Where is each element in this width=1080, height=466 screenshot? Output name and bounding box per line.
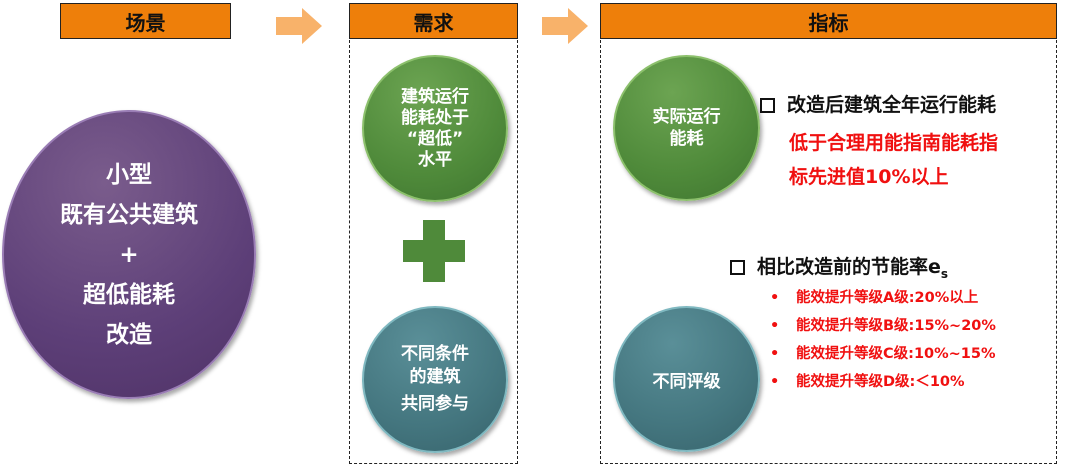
rating-bullet: •能效提升等级D级:＜10% <box>770 374 965 390</box>
circle-line: 不同评级 <box>652 371 721 392</box>
checkbox-square-icon <box>760 98 775 113</box>
header-scene-label: 场景 <box>125 10 166 35</box>
indicator-panel <box>600 40 1057 464</box>
rating-text: 能效提升等级B级:15%~20% <box>796 318 996 334</box>
plus-icon <box>403 220 465 282</box>
header-indicator-label: 指标 <box>808 10 849 35</box>
arrow-right-icon <box>542 8 588 44</box>
indicator-item-2: 相比改造前的节能率es <box>730 252 948 281</box>
demand-circle-participation: 不同条件 的建筑 共同参与 <box>362 306 508 453</box>
rating-text: 能效提升等级D级:＜10% <box>796 374 965 390</box>
demand-panel <box>349 40 518 464</box>
item-red-line: 标先进值10%以上 <box>789 166 949 188</box>
circle-line: 建筑运行 <box>401 86 469 107</box>
header-indicator: 指标 <box>600 3 1057 39</box>
item-title: 相比改造前的节能率e <box>757 256 941 278</box>
checkbox-square-icon <box>730 260 745 275</box>
scene-line: 改造 <box>106 321 152 348</box>
scene-line: 小型 <box>106 161 152 188</box>
rating-text: 能效提升等级C级:10%~15% <box>796 346 996 362</box>
circle-line: 能耗处于 <box>401 107 469 128</box>
item-subscript: s <box>940 266 949 281</box>
scene-line: 超低能耗 <box>83 281 175 308</box>
rating-bullet: •能效提升等级A级:20%以上 <box>770 290 979 306</box>
circle-line: 共同参与 <box>401 394 469 414</box>
circle-line: 不同条件 <box>401 344 469 364</box>
rating-bullet: •能效提升等级C级:10%~15% <box>770 346 996 362</box>
scene-line: 既有公共建筑 <box>60 201 198 228</box>
demand-circle-ultra-low: 建筑运行 能耗处于 “超低” 水平 <box>362 55 508 202</box>
rating-text: 能效提升等级A级:20%以上 <box>796 290 979 306</box>
circle-line: 能耗 <box>669 129 704 149</box>
indicator-circle-energy: 实际运行 能耗 <box>613 55 760 201</box>
scene-circle: 小型 既有公共建筑 + 超低能耗 改造 <box>2 110 256 399</box>
rating-bullet: •能效提升等级B级:15%~20% <box>770 318 996 334</box>
circle-line: 水平 <box>418 149 452 170</box>
item-red-line: 低于合理用能指南能耗指 <box>789 132 999 154</box>
indicator-circle-rating: 不同评级 <box>613 306 760 452</box>
header-demand: 需求 <box>349 3 518 39</box>
header-demand-label: 需求 <box>413 10 454 35</box>
header-scene: 场景 <box>60 3 231 39</box>
circle-line: “超低” <box>406 128 464 149</box>
scene-plus: + <box>119 241 139 268</box>
arrow-right-icon <box>276 8 322 44</box>
item-title: 改造后建筑全年运行能耗 <box>787 94 997 116</box>
circle-line: 的建筑 <box>409 367 461 387</box>
indicator-item-1: 改造后建筑全年运行能耗 <box>760 90 996 117</box>
circle-line: 实际运行 <box>652 107 721 127</box>
